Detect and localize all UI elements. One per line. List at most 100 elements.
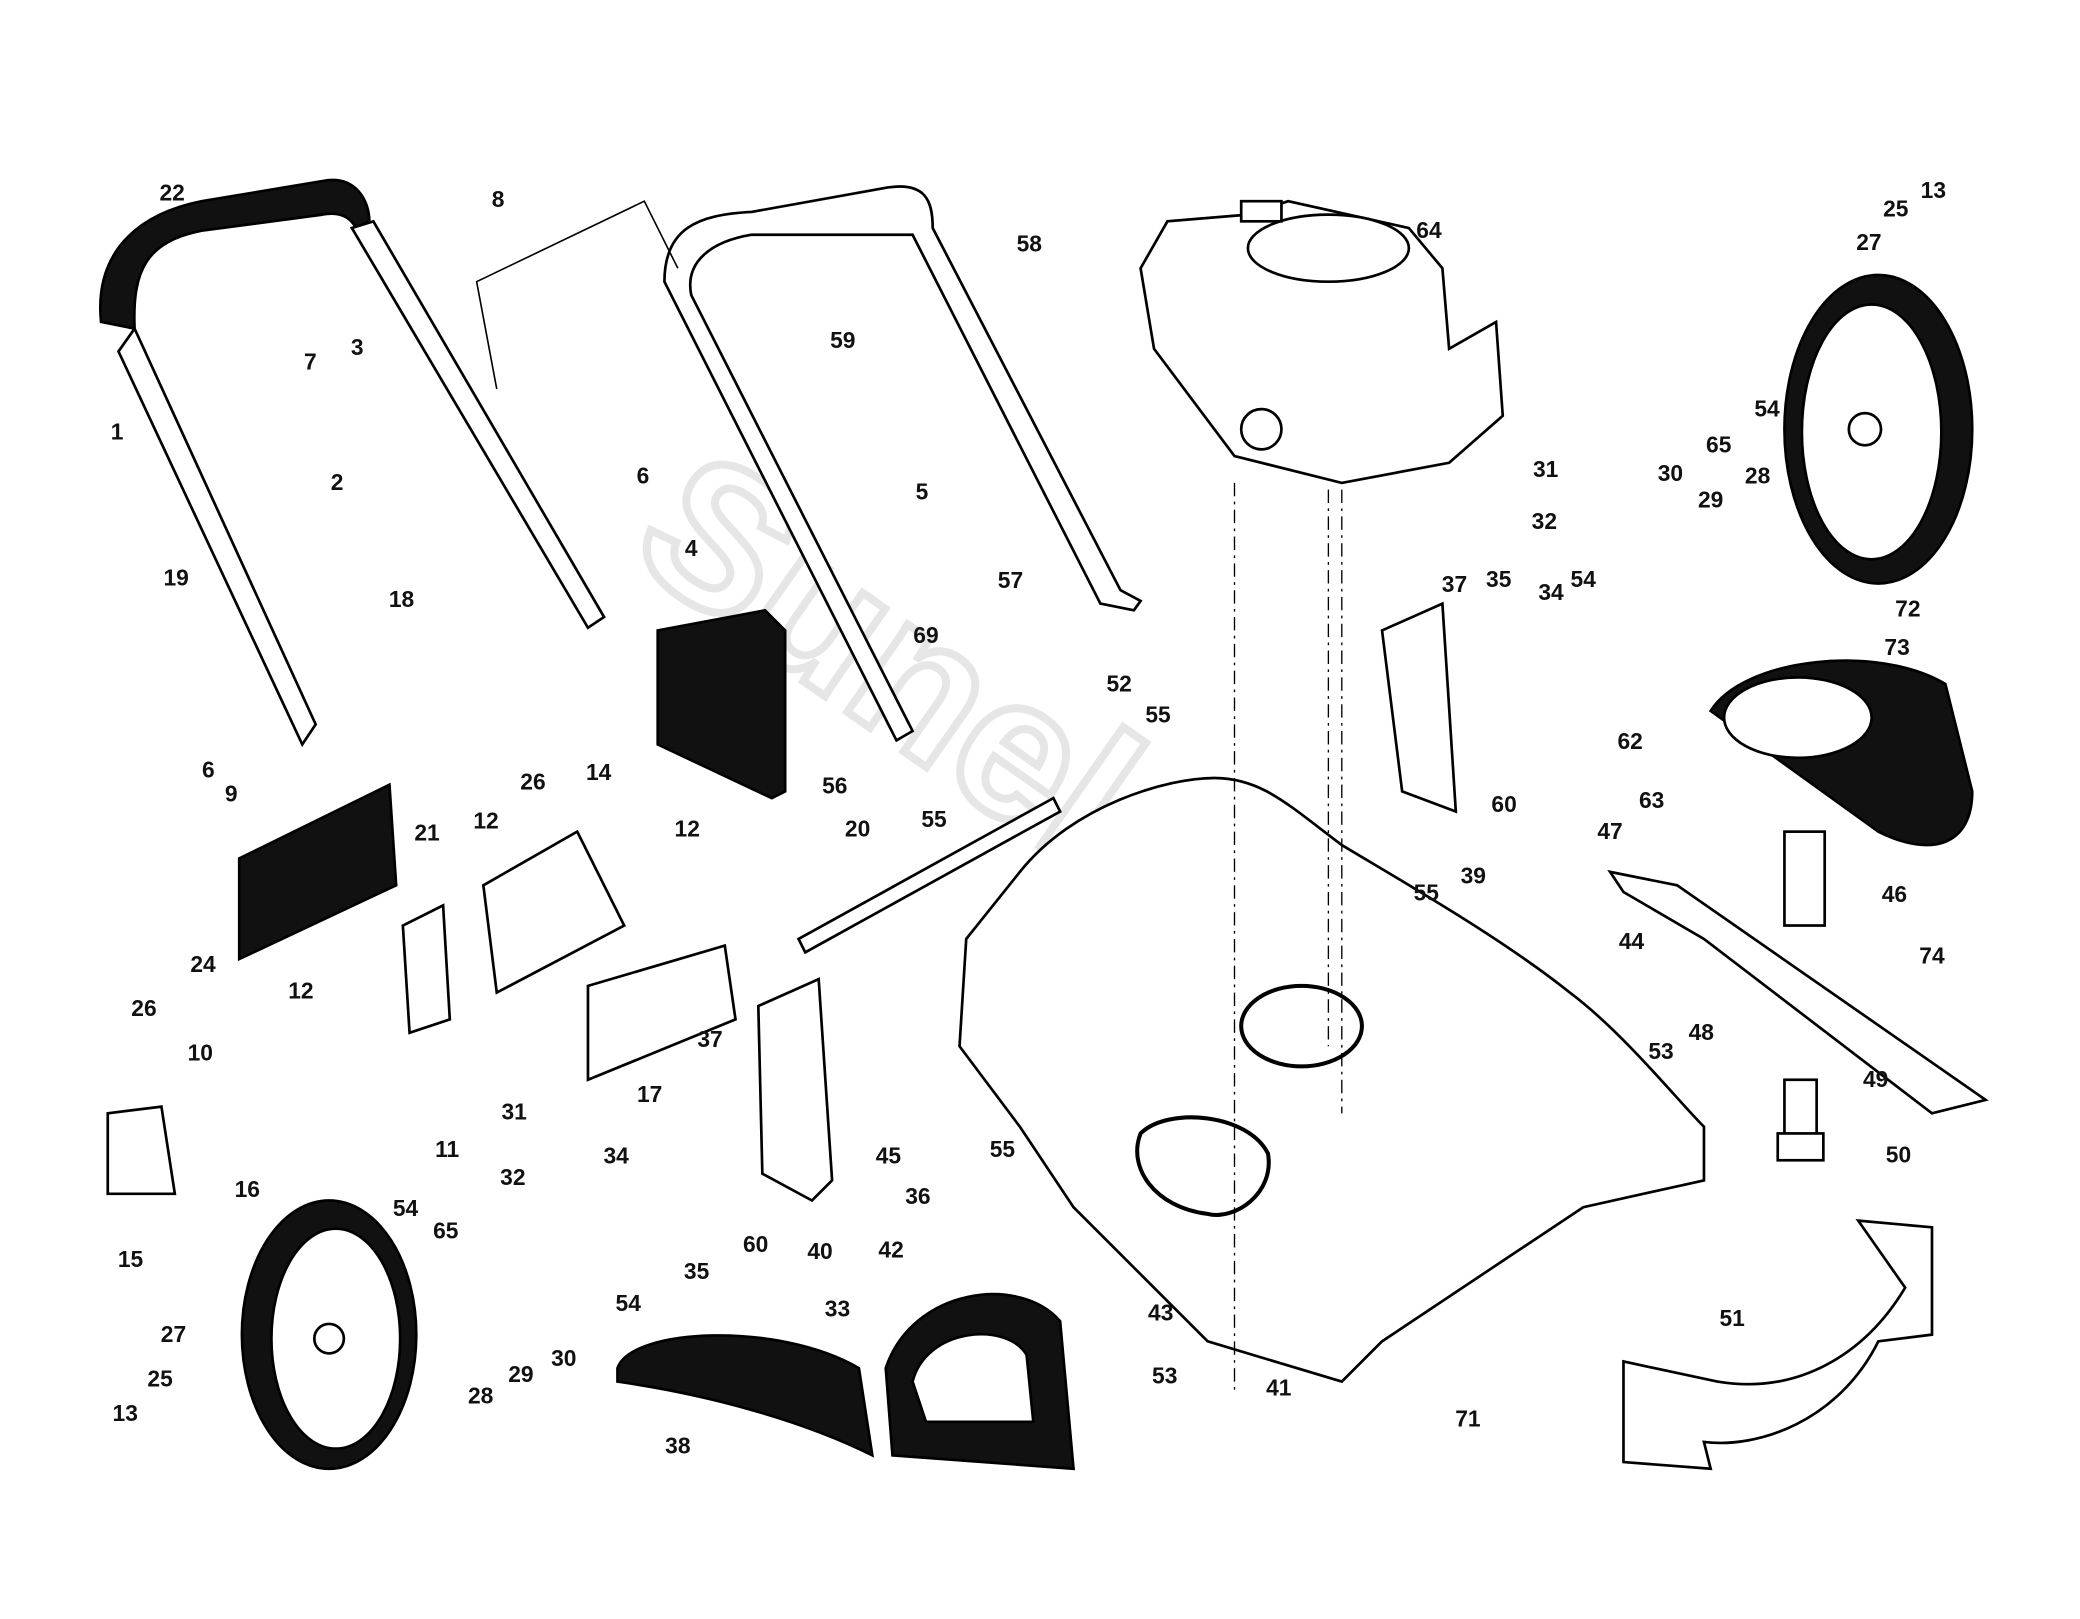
- part-label-6: 6: [637, 463, 650, 489]
- part-label-48: 48: [1689, 1019, 1714, 1045]
- part-label-65: 65: [433, 1218, 459, 1244]
- part-label-71: 71: [1455, 1405, 1481, 1431]
- part-label-34: 34: [1538, 579, 1564, 605]
- part-label-11: 11: [435, 1136, 459, 1162]
- part-label-39: 39: [1461, 862, 1486, 888]
- part-label-21: 21: [414, 819, 440, 845]
- part-label-43: 43: [1148, 1300, 1173, 1326]
- part-label-69: 69: [913, 622, 938, 648]
- lower-handle: [98, 178, 606, 748]
- engine-deck-centerline: [1233, 482, 1343, 1395]
- part-label-28: 28: [468, 1383, 493, 1409]
- part-label-46: 46: [1882, 881, 1907, 907]
- part-label-28: 28: [1745, 463, 1770, 489]
- part-label-5: 5: [916, 479, 929, 505]
- part-label-50: 50: [1886, 1141, 1911, 1167]
- part-label-45: 45: [876, 1143, 902, 1169]
- part-label-31: 31: [502, 1098, 528, 1124]
- part-label-54: 54: [1571, 566, 1597, 592]
- part-label-6: 6: [202, 756, 215, 782]
- part-label-51: 51: [1719, 1305, 1745, 1331]
- part-label-17: 17: [637, 1081, 662, 1107]
- part-label-32: 32: [500, 1164, 525, 1190]
- part-label-47: 47: [1597, 818, 1622, 844]
- part-label-41: 41: [1266, 1375, 1292, 1401]
- part-label-37: 37: [1442, 571, 1467, 597]
- part-label-30: 30: [1658, 460, 1683, 486]
- engine: [1139, 199, 1505, 485]
- blade-47: [1607, 869, 1989, 1115]
- part-label-53: 53: [1648, 1038, 1673, 1064]
- part-label-55: 55: [1414, 880, 1440, 906]
- part-label-60: 60: [743, 1231, 768, 1257]
- blade-adapter-62: [1708, 659, 1974, 847]
- part-label-36: 36: [905, 1183, 930, 1209]
- part-label-16: 16: [235, 1176, 260, 1202]
- blade-bolt-50: [1776, 830, 1827, 1162]
- part-label-49: 49: [1863, 1066, 1888, 1092]
- part-label-35: 35: [1486, 566, 1512, 592]
- rear-wheel-27: [1783, 273, 1974, 585]
- part-label-73: 73: [1884, 634, 1909, 660]
- side-discharge-33: [884, 1292, 1076, 1471]
- part-label-2: 2: [331, 469, 344, 495]
- part-label-15: 15: [118, 1246, 144, 1272]
- part-label-24: 24: [190, 951, 216, 977]
- part-label-54: 54: [1754, 395, 1780, 421]
- part-label-30: 30: [551, 1345, 576, 1371]
- part-label-72: 72: [1895, 595, 1920, 621]
- part-label-29: 29: [1698, 487, 1723, 513]
- baffle-51: [1622, 1219, 1934, 1471]
- mulch-plug-38: [616, 1334, 875, 1458]
- part-label-44: 44: [1619, 928, 1645, 954]
- part-label-54: 54: [616, 1290, 642, 1316]
- part-label-13: 13: [1921, 177, 1946, 203]
- part-label-62: 62: [1618, 728, 1643, 754]
- bail-wire: [475, 200, 679, 390]
- part-label-59: 59: [830, 327, 855, 353]
- part-label-60: 60: [1491, 791, 1516, 817]
- part-label-8: 8: [492, 186, 505, 212]
- axle-rod-20: [796, 796, 1062, 955]
- part-label-12: 12: [473, 807, 498, 833]
- part-label-74: 74: [1919, 943, 1945, 969]
- part-label-29: 29: [508, 1361, 533, 1387]
- part-label-19: 19: [163, 564, 188, 590]
- part-label-7: 7: [304, 349, 317, 375]
- part-label-9: 9: [225, 780, 238, 806]
- deck: [958, 776, 1706, 1384]
- part-label-55: 55: [990, 1136, 1016, 1162]
- part-label-52: 52: [1106, 670, 1131, 696]
- part-label-64: 64: [1416, 217, 1442, 243]
- part-label-27: 27: [1856, 229, 1881, 255]
- part-label-14: 14: [586, 759, 612, 785]
- part-label-40: 40: [807, 1238, 832, 1264]
- part-label-35: 35: [684, 1258, 710, 1284]
- grass-bag-frame-4: [656, 608, 787, 800]
- part-label-13: 13: [113, 1400, 138, 1426]
- rear-door-9: [237, 782, 398, 962]
- part-label-38: 38: [665, 1432, 690, 1458]
- part-label-4: 4: [685, 535, 698, 561]
- part-label-56: 56: [822, 772, 847, 798]
- part-label-53: 53: [1152, 1363, 1177, 1389]
- part-label-54: 54: [393, 1195, 419, 1221]
- part-label-18: 18: [389, 586, 414, 612]
- part-label-37: 37: [697, 1026, 722, 1052]
- part-label-27: 27: [161, 1321, 186, 1347]
- part-label-31: 31: [1533, 456, 1559, 482]
- part-label-25: 25: [1883, 196, 1909, 222]
- part-label-33: 33: [825, 1296, 850, 1322]
- part-label-26: 26: [131, 995, 156, 1021]
- part-label-63: 63: [1639, 787, 1664, 813]
- part-label-25: 25: [147, 1365, 173, 1391]
- part-label-1: 1: [111, 418, 124, 444]
- part-label-12: 12: [288, 978, 313, 1004]
- part-label-55: 55: [1145, 701, 1171, 727]
- part-label-26: 26: [520, 768, 545, 794]
- part-label-42: 42: [878, 1236, 903, 1262]
- part-label-10: 10: [188, 1039, 213, 1065]
- part-label-34: 34: [603, 1143, 629, 1169]
- part-label-32: 32: [1532, 508, 1557, 534]
